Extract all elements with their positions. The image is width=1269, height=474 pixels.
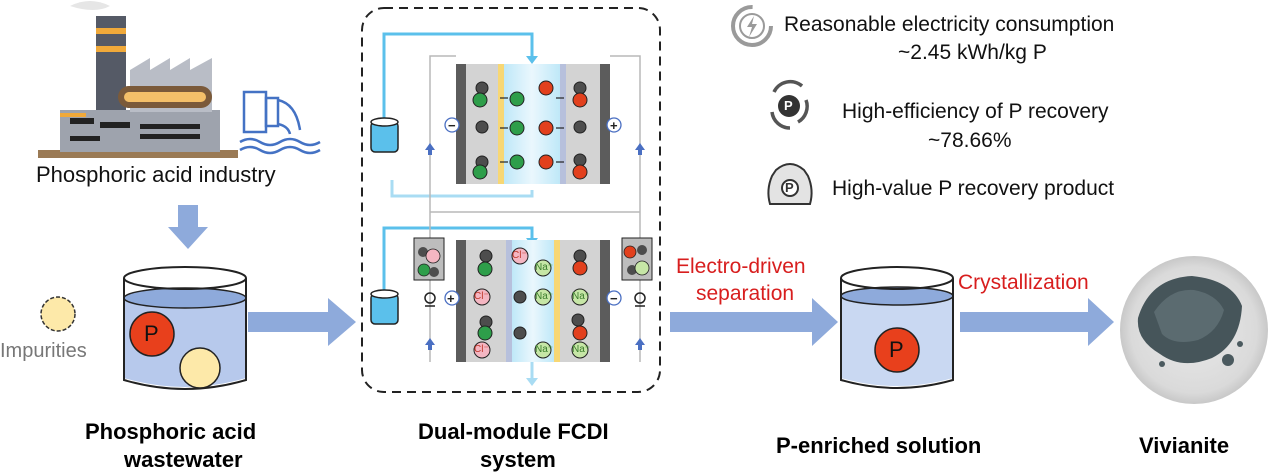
arrow-to-fcdi bbox=[248, 298, 356, 346]
flow-arrowhead bbox=[526, 378, 538, 386]
ions-bottom bbox=[473, 247, 589, 359]
arrow-to-enriched bbox=[670, 298, 838, 346]
svg-text:−: − bbox=[610, 291, 618, 306]
reservoir-top bbox=[370, 117, 399, 153]
arrow-down bbox=[168, 205, 208, 249]
electro-driven-label: Electro-driven bbox=[676, 255, 806, 278]
impurity-circle bbox=[179, 347, 221, 389]
arrow-to-vivianite bbox=[960, 298, 1114, 346]
pump-icon bbox=[424, 292, 646, 307]
fcdi-caption-1: Dual-module FCDI bbox=[418, 419, 609, 444]
phosphorus-circle bbox=[129, 311, 175, 357]
electrode-legend-right bbox=[621, 237, 653, 281]
wastewater-caption-2: wastewater bbox=[124, 447, 243, 472]
fcdi-caption-2: system bbox=[480, 447, 556, 472]
p-label-enriched: P bbox=[889, 337, 904, 362]
impurity-legend-circle bbox=[40, 296, 76, 332]
cl-ion-label: Cl⁻ bbox=[512, 250, 527, 261]
recycle-icon bbox=[770, 79, 809, 130]
cl-ion-label: Cl⁻ bbox=[474, 291, 489, 302]
na-ion-label: Na⁺ bbox=[535, 344, 554, 355]
efficiency-value: ~78.66% bbox=[928, 129, 1012, 152]
electrode-legend-left bbox=[413, 237, 445, 281]
svg-text:+: + bbox=[610, 118, 618, 133]
factory-icon bbox=[38, 1, 238, 158]
factory-label: Phosphoric acid industry bbox=[36, 162, 276, 187]
impurities-label: Impurities bbox=[0, 340, 87, 362]
cl-ion-label: Cl⁻ bbox=[474, 344, 489, 355]
separation-label: separation bbox=[696, 282, 795, 305]
na-ion-label: Na⁺ bbox=[535, 262, 554, 273]
recycle-p-label: P bbox=[784, 98, 793, 113]
phosphorus-circle-enriched bbox=[874, 327, 920, 373]
bag-p-label: P bbox=[785, 180, 794, 195]
p-label: P bbox=[144, 321, 159, 346]
vivianite-caption: Vivianite bbox=[1139, 433, 1230, 458]
electricity-value: ~2.45 kWh/kg P bbox=[898, 41, 1047, 64]
vivianite-image bbox=[1120, 256, 1268, 404]
electricity-title: Reasonable electricity consumption bbox=[784, 13, 1115, 36]
fcdi-box bbox=[361, 7, 661, 393]
migration-arrows bbox=[500, 97, 564, 163]
discharge-pipe-icon bbox=[239, 90, 321, 155]
product-bag-icon bbox=[767, 163, 813, 205]
polarity-signs: − + + − bbox=[444, 117, 622, 306]
reservoir-bottom bbox=[370, 289, 399, 325]
na-ion-label: Na⁺ bbox=[535, 291, 554, 302]
flow-arrowhead bbox=[526, 56, 538, 64]
svg-text:−: − bbox=[448, 118, 456, 133]
na-ion-label: Na⁺ bbox=[572, 344, 591, 355]
lightning-icon bbox=[731, 5, 773, 47]
product-title: High-value P recovery product bbox=[832, 177, 1115, 200]
wastewater-caption-1: Phosphoric acid bbox=[85, 419, 257, 444]
svg-text:+: + bbox=[447, 291, 455, 306]
ions-top bbox=[472, 80, 588, 180]
crystallization-label: Crystallization bbox=[958, 271, 1089, 294]
efficiency-title: High-efficiency of P recovery bbox=[842, 100, 1109, 123]
flow-lines bbox=[382, 32, 534, 380]
p-enriched-caption: P-enriched solution bbox=[776, 433, 982, 458]
na-ion-label: Na⁺ bbox=[572, 291, 591, 302]
